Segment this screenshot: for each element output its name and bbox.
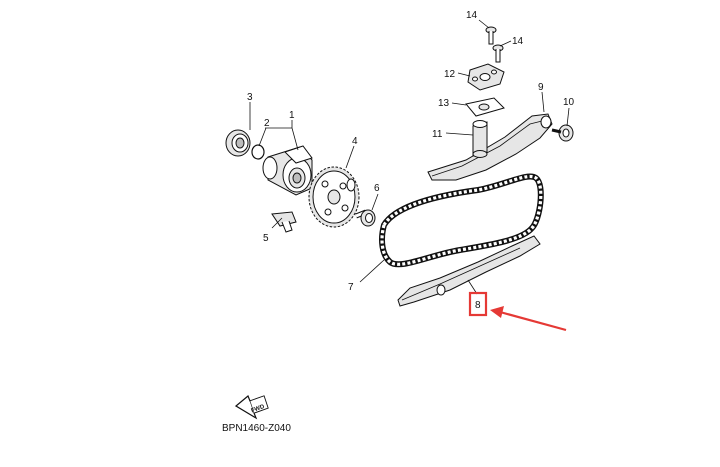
highlight-box bbox=[468, 291, 488, 317]
part-7-cam-chain bbox=[379, 173, 544, 268]
highlighted-callout-group: 8 bbox=[468, 291, 567, 332]
callout-5: 5 bbox=[263, 233, 269, 244]
callout-8: 8 bbox=[475, 300, 481, 311]
fwd-direction-arrow: FWD bbox=[234, 395, 269, 420]
callout-9: 9 bbox=[538, 82, 544, 93]
part-9-tensioner-guide bbox=[427, 113, 553, 181]
highlight-arrow-shaft bbox=[499, 310, 567, 332]
callout-3: 3 bbox=[247, 92, 253, 103]
part-14-bolt-a bbox=[485, 26, 497, 45]
part-3-bearing bbox=[225, 129, 251, 157]
callout-6: 6 bbox=[374, 183, 380, 194]
part-8-chain-guide bbox=[397, 235, 541, 307]
fwd-label: FWD bbox=[250, 404, 266, 415]
callout-11: 11 bbox=[432, 129, 443, 140]
callout-1: 1 bbox=[289, 110, 295, 121]
part-11-tensioner-body bbox=[472, 120, 488, 158]
callout-14-top: 14 bbox=[466, 10, 478, 21]
part-4-cam-sprocket bbox=[308, 166, 360, 228]
callout-2: 2 bbox=[264, 118, 270, 129]
part-2-clip bbox=[251, 144, 265, 160]
callout-12: 12 bbox=[444, 69, 456, 80]
callout-7: 7 bbox=[348, 282, 354, 293]
part-6-bolt bbox=[355, 209, 376, 227]
part-1-camshaft bbox=[262, 145, 313, 196]
callout-10: 10 bbox=[563, 97, 575, 108]
callout-4: 4 bbox=[352, 136, 358, 147]
callout-labels: 3 2 1 4 6 5 7 9 10 11 12 13 14 14 bbox=[247, 10, 575, 293]
callout-13: 13 bbox=[438, 98, 450, 109]
leader-lines bbox=[249, 19, 570, 295]
part-14-bolt-b bbox=[492, 44, 504, 63]
part-10-bolt bbox=[551, 124, 574, 142]
callout-14-side: 14 bbox=[512, 36, 524, 47]
diagram-code: BPN1460-Z040 bbox=[222, 423, 291, 434]
part-12-cap bbox=[467, 63, 505, 91]
highlight-arrow-head bbox=[490, 306, 504, 318]
part-5-plate bbox=[271, 211, 297, 233]
part-13-gasket bbox=[465, 97, 505, 117]
